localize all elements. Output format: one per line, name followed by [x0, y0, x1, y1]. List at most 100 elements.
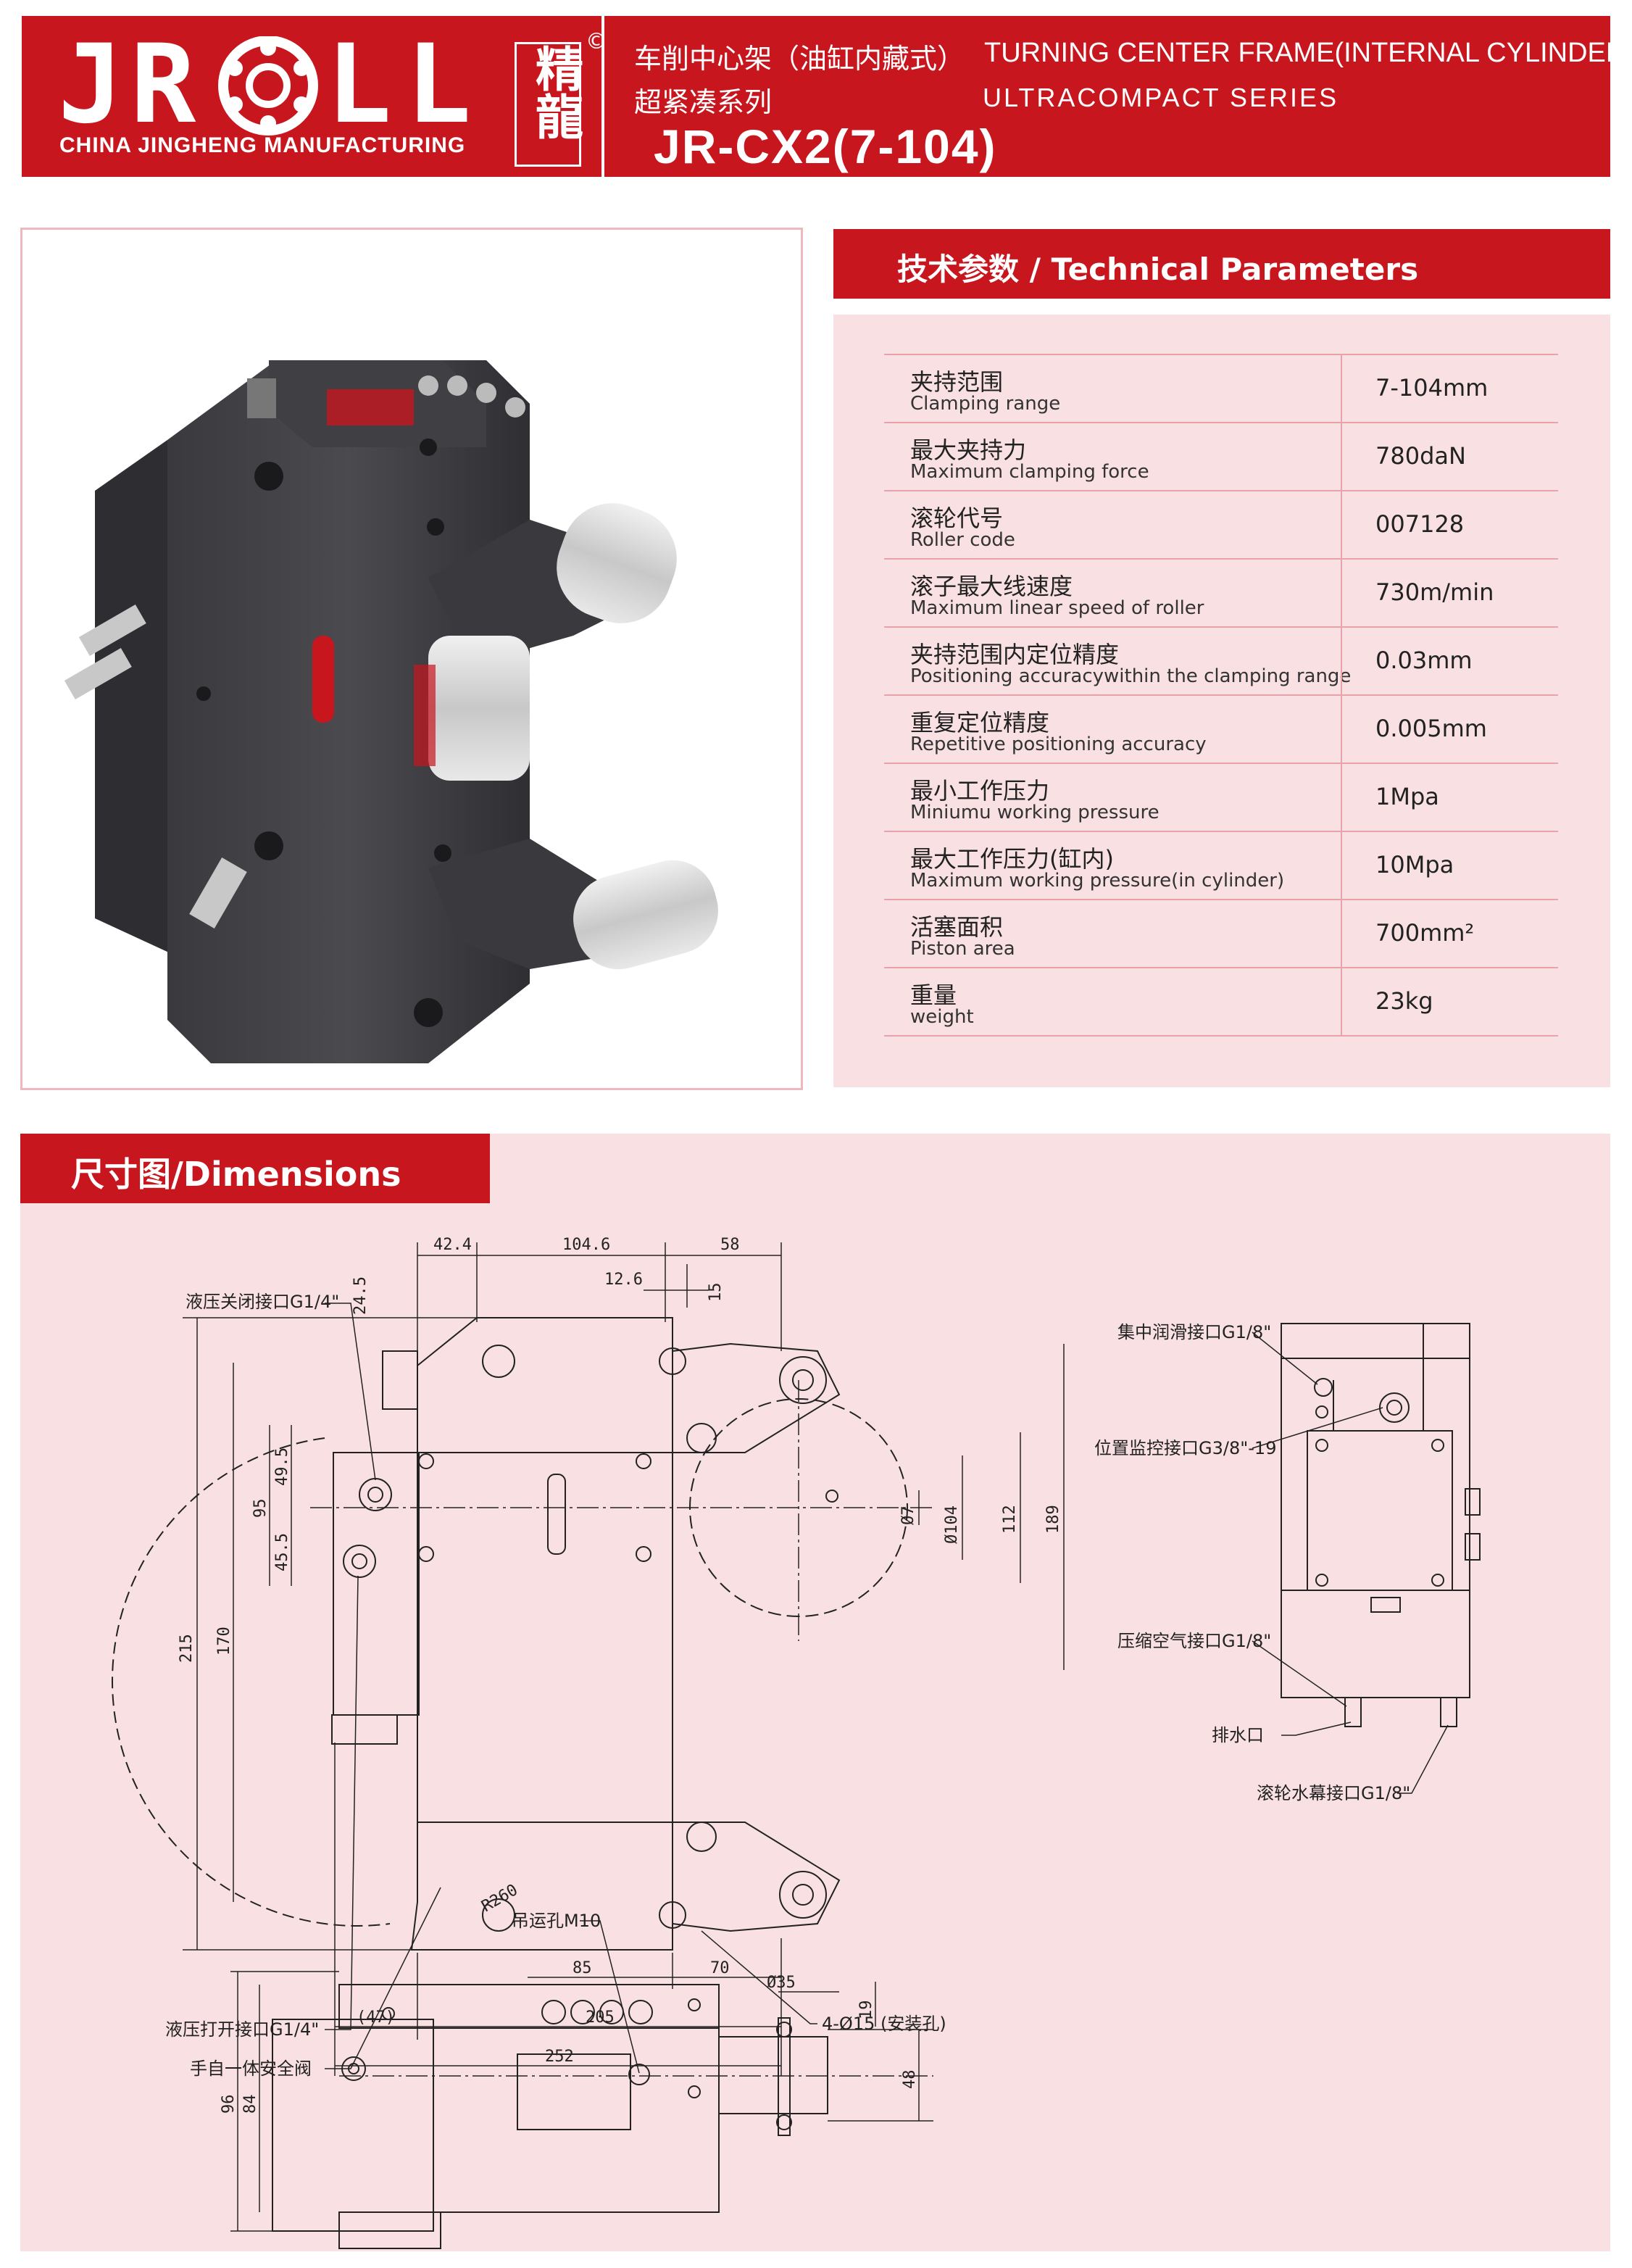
param-value: 1Mpa [1375, 783, 1439, 810]
dim-47: (47) [357, 2009, 395, 2027]
param-cn: 最大夹持力 [910, 436, 1027, 464]
param-cn: 活塞面积 [910, 913, 1004, 941]
title-cn-line2: 超紧凑系列 [634, 86, 773, 118]
dim-170: 170 [215, 1627, 233, 1656]
dim-24-5: 24.5 [351, 1276, 370, 1315]
logo-letter-r: R [130, 36, 196, 138]
param-value: 730m/min [1375, 578, 1494, 606]
label-mount-holes: 4-Ø15 (安装孔) [822, 2014, 946, 2034]
dimensions-title: 尺寸图/Dimensions [71, 1155, 401, 1194]
param-en: Clamping range [910, 393, 1061, 415]
logo-letter-l2: L [406, 36, 471, 138]
param-en: Maximum clamping force [910, 461, 1149, 483]
param-en: Maximum linear speed of roller [910, 597, 1204, 619]
dim-d35: Ø35 [767, 1974, 796, 1992]
param-value: 10Mpa [1375, 851, 1454, 878]
param-cn: 重量 [910, 981, 957, 1009]
param-row: 最大工作压力(缸内)Maximum working pressure(in cy… [884, 831, 1558, 899]
model-number: JR-CX2(7-104) [654, 120, 997, 173]
label-hyd-open: 液压打开接口G1/4" [165, 2019, 319, 2040]
dimensions-header: 尺寸图/Dimensions [20, 1134, 490, 1203]
parameters-title: 技术参数 / Technical Parameters [897, 252, 1419, 287]
dim-15: 15 [707, 1283, 725, 1303]
dim-d7: Ø7 [899, 1506, 917, 1526]
label-position: 位置监控接口G3/8"-19 [1094, 1438, 1276, 1458]
dim-252: 252 [545, 2048, 574, 2066]
label-lift-hole: 吊运孔M10 [512, 1911, 601, 1931]
logo-letter-j: J [58, 36, 123, 138]
param-value: 7-104mm [1375, 374, 1489, 402]
dim-189: 189 [1044, 1505, 1062, 1534]
param-value: 23kg [1375, 987, 1433, 1015]
dim-d104: Ø104 [943, 1505, 961, 1544]
param-value: 0.005mm [1375, 715, 1487, 742]
dim-19: 19 [857, 2001, 875, 2020]
label-drain: 排水口 [1212, 1725, 1264, 1745]
dim-85: 85 [573, 1959, 592, 1977]
dimensions-panel: 尺寸图/Dimensions [20, 1134, 1610, 2251]
dim-96: 96 [220, 2095, 238, 2114]
logo-wordmark: J R L L [58, 36, 471, 138]
dim-104-6: 104.6 [562, 1236, 610, 1254]
top-view-drawing [230, 1920, 933, 2249]
title-en-line2: ULTRACOMPACT SERIES [983, 83, 1339, 112]
param-cn: 重复定位精度 [910, 709, 1050, 736]
dim-45-5: 45.5 [273, 1533, 291, 1571]
param-en: Positioning accuracywithin the clamping … [910, 665, 1352, 687]
param-en: weight [910, 1006, 974, 1028]
dim-12-6: 12.6 [604, 1271, 643, 1289]
front-view-drawing [111, 1242, 1065, 2076]
param-value: 780daN [1375, 442, 1466, 470]
param-en: Roller code [910, 529, 1015, 551]
title-cn-line1: 车削中心架（油缸内藏式） [634, 43, 965, 75]
title-en-line1: TURNING CENTER FRAME(INTERNAL CYLINDER) [984, 38, 1632, 68]
logo: J R L L 精龍 © CHINA JINGHENG MANUFACTURIN… [22, 16, 607, 177]
header-banner: J R L L 精龍 © CHINA JINGHENG MANUFACTURIN… [22, 16, 1632, 177]
dim-84: 84 [241, 2095, 259, 2114]
param-value: 700mm² [1375, 919, 1475, 947]
logo-subtitle: CHINA JINGHENG MANUFACTURING [59, 133, 466, 157]
label-curtain: 滚轮水幕接口G1/8" [1257, 1783, 1410, 1803]
logo-letter-l1: L [326, 36, 391, 138]
param-cn: 夹持范围 [910, 368, 1004, 396]
param-value: 0.03mm [1375, 647, 1473, 674]
dimension-drawings: 42.4 104.6 58 12.6 24.5 15 215 170 95 49… [111, 1236, 1481, 2249]
dim-215: 215 [178, 1634, 196, 1663]
product-photo [20, 228, 803, 1090]
dim-42-4: 42.4 [433, 1236, 472, 1254]
param-en: Maximum working pressure(in cylinder) [910, 870, 1285, 892]
label-safety-valve: 手自一体安全阀 [190, 2059, 312, 2079]
param-cn: 最小工作压力 [910, 777, 1050, 805]
logo-chinese-seal: 精龍 [515, 42, 583, 167]
label-hyd-close: 液压关闭接口G1/4" [186, 1292, 339, 1312]
dim-49-5: 49.5 [273, 1447, 291, 1486]
label-air: 压缩空气接口G1/8" [1117, 1631, 1271, 1651]
param-en: Miniumu working pressure [910, 802, 1160, 823]
label-lube: 集中润滑接口G1/8" [1117, 1322, 1271, 1342]
dim-58: 58 [720, 1236, 740, 1254]
dim-48: 48 [901, 2070, 919, 2090]
param-cn: 最大工作压力(缸内) [910, 845, 1114, 873]
param-value: 007128 [1375, 510, 1465, 538]
dim-95: 95 [251, 1499, 270, 1519]
param-cn: 滚轮代号 [910, 504, 1004, 532]
header-divider [601, 16, 604, 177]
param-cn: 夹持范围内定位精度 [910, 641, 1120, 668]
dim-112: 112 [1001, 1505, 1019, 1534]
parameters-header: 技术参数 / Technical Parameters [833, 229, 1610, 299]
product-render-image [64, 360, 718, 1063]
side-view-drawing [1252, 1323, 1481, 1794]
logo-gear-icon [218, 36, 318, 136]
dim-70: 70 [710, 1959, 730, 1977]
